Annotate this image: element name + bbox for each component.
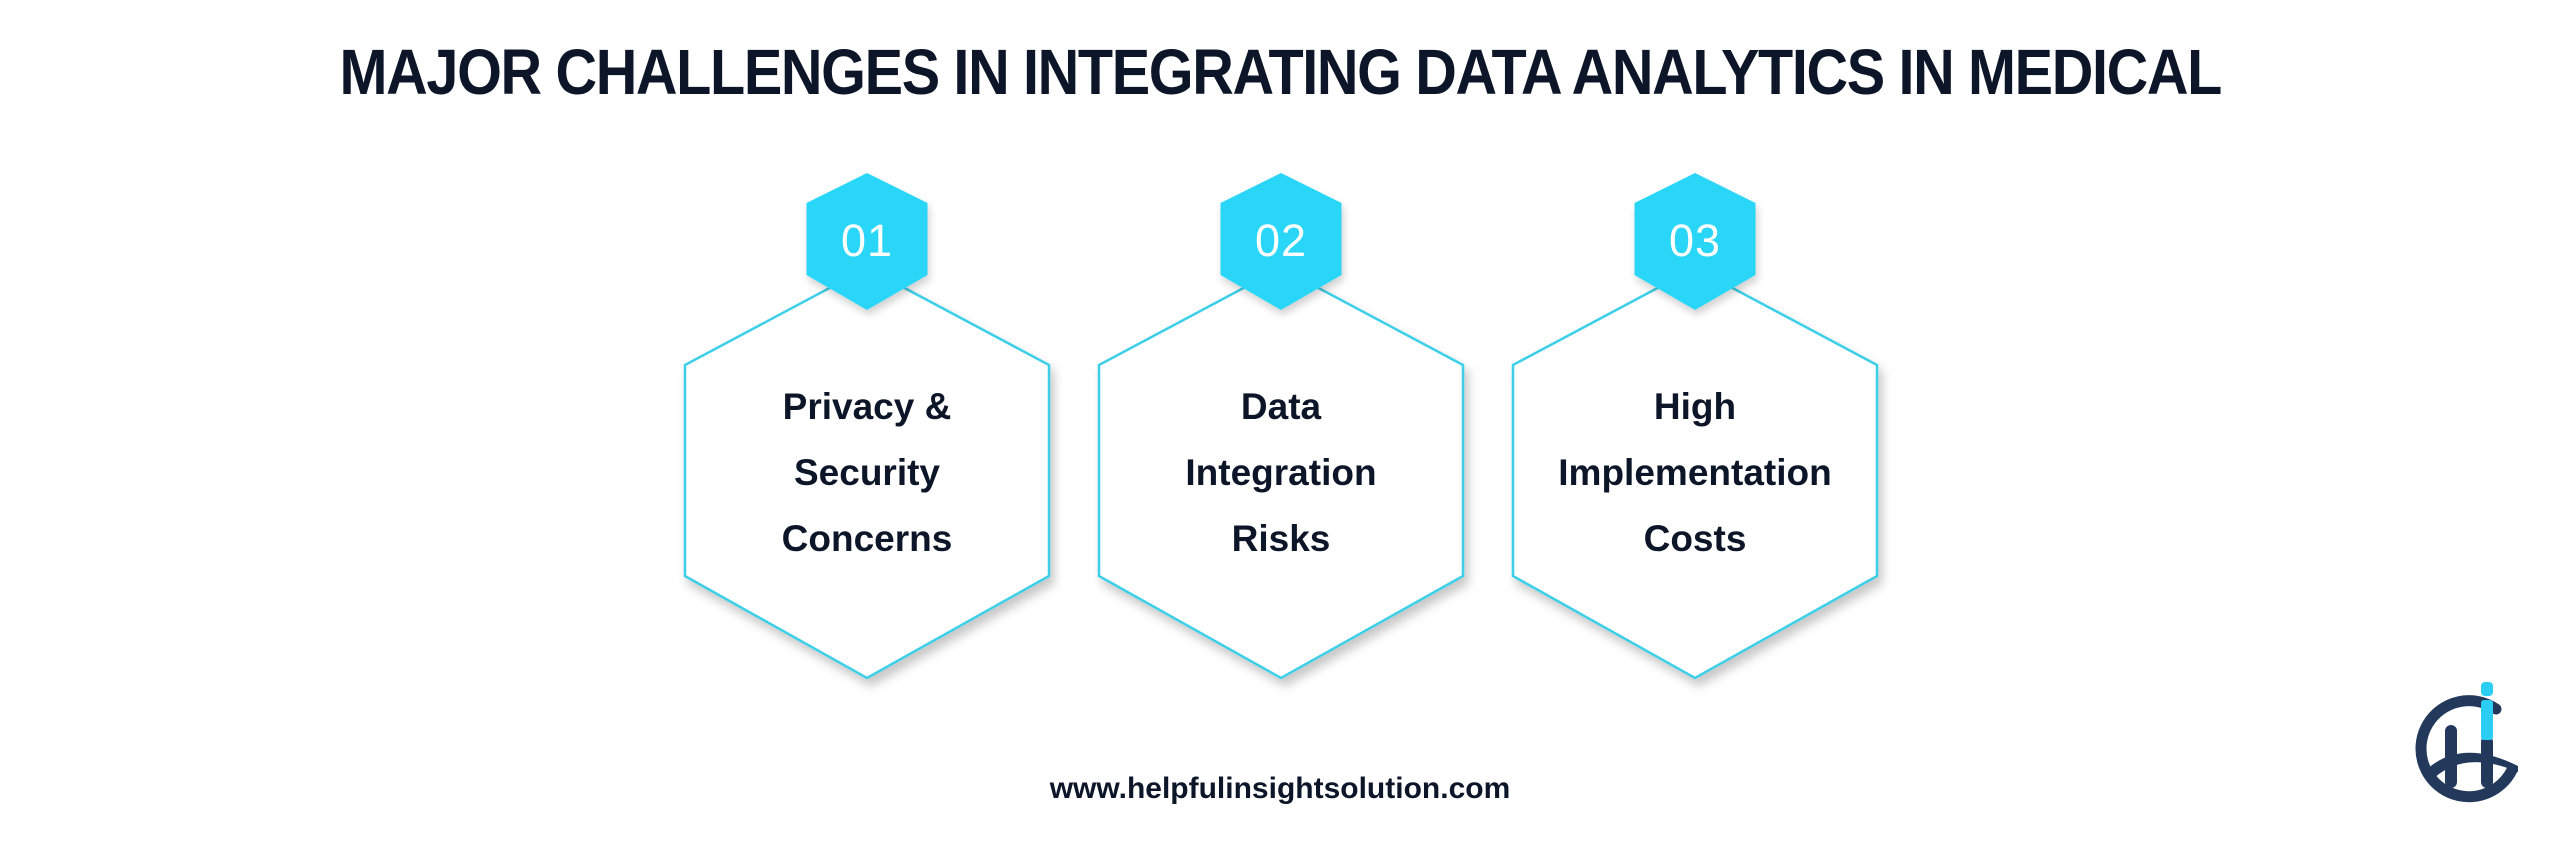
challenge-label-line: Costs: [1643, 518, 1747, 559]
challenge-label-line: Data: [1240, 386, 1322, 427]
challenge-label: Data Integration Risks: [1111, 374, 1451, 572]
hi-circle-logo-icon: [2415, 682, 2518, 803]
challenge-card-2: 02 Data Integration Risks: [1091, 160, 1471, 700]
challenge-label-line: Security: [793, 452, 940, 493]
challenge-label-line: Privacy &: [782, 386, 952, 427]
step-number: 02: [1254, 215, 1308, 266]
challenge-label: High Implementation Costs: [1525, 374, 1865, 572]
hexagon-outline-icon: [1097, 173, 1465, 680]
challenge-card-3: 03 High Implementation Costs: [1505, 160, 1885, 700]
challenge-label-line: Integration: [1185, 452, 1377, 493]
hexagon-outline-icon: [1511, 173, 1879, 680]
step-number: 03: [1668, 215, 1722, 266]
page-title-text: MAJOR CHALLENGES IN INTEGRATING DATA ANA…: [339, 36, 2222, 108]
challenge-label: Privacy & Security Concerns: [697, 374, 1037, 572]
challenge-label-line: High: [1653, 386, 1737, 427]
challenge-label-line: Concerns: [781, 518, 953, 559]
challenge-label-line: Implementation: [1558, 452, 1832, 493]
challenge-label-line: Risks: [1231, 518, 1331, 559]
challenge-card-1: 01 Privacy & Security Concerns: [677, 160, 1057, 700]
hexagon-outline-icon: [683, 173, 1051, 680]
page-title: MAJOR CHALLENGES IN INTEGRATING DATA ANA…: [0, 34, 2560, 110]
website-url: www.helpfulinsightsolution.com: [1049, 772, 1511, 805]
step-number: 01: [840, 215, 894, 266]
